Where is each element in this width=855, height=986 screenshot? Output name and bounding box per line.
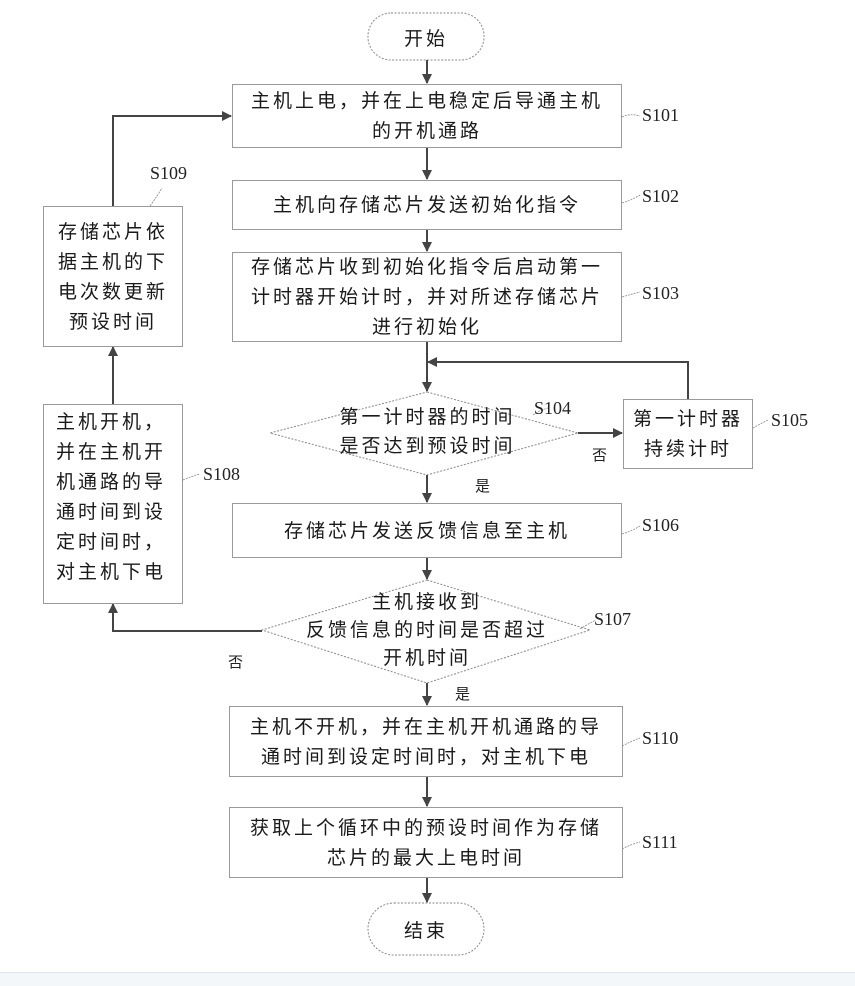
decision-s107-text: 主机接收到 反馈信息的时间是否超过 开机时间 <box>282 588 572 672</box>
branch-label-s104-no: 否 <box>592 446 608 464</box>
branch-label-s107-no: 否 <box>228 653 244 671</box>
process-s110-line: 通时间到设定时间时，对主机下电 <box>260 745 591 768</box>
decision-s104-line: 第一计时器的时间 <box>339 406 516 428</box>
leader-s102 <box>621 194 641 204</box>
step-label-s107: S107 <box>594 609 632 629</box>
edge-s109-s101 <box>112 111 232 206</box>
process-s109-line: 电次数更新 <box>57 280 168 303</box>
process-s103-line: 进行初始化 <box>371 316 482 338</box>
end-terminal-label: 结束 <box>403 920 448 942</box>
process-s106: 存储芯片发送反馈信息至主机 <box>232 503 622 558</box>
process-s111: 获取上个循环中的预设时间作为存储 芯片的最大上电时间 <box>229 807 623 878</box>
process-s103: 存储芯片收到初始化指令后启动第一 计时器开始计时，并对所述存储芯片 进行初始化 <box>232 252 622 342</box>
process-s108-line: 通时间到设 <box>56 501 167 523</box>
process-s108: 主机开机， 并在主机开 机通路的导 通时间到设 定时间时， 对主机下电 <box>43 404 183 604</box>
process-s110: 主机不开机，并在主机开机通路的导 通时间到设定时间时，对主机下电 <box>229 706 623 777</box>
process-s109-line: 存储芯片依 <box>57 220 168 243</box>
leader-s110 <box>621 737 641 747</box>
process-s103-line: 存储芯片收到初始化指令后启动第一 <box>250 256 603 278</box>
step-label-s111: S111 <box>642 832 678 852</box>
process-s108-line: 定时间时， <box>56 531 167 553</box>
process-s106-line: 存储芯片发送反馈信息至主机 <box>283 519 570 542</box>
process-s103-line: 计时器开始计时，并对所述存储芯片 <box>250 286 603 308</box>
decision-s107-shape <box>260 579 592 684</box>
leader-s107 <box>579 619 597 630</box>
process-s111-line: 芯片的最大上电时间 <box>326 846 525 869</box>
process-s102: 主机向存储芯片发送初始化指令 <box>232 180 622 230</box>
leader-s101 <box>621 114 641 118</box>
process-s108-line: 主机开机， <box>56 411 167 433</box>
step-label-s103: S103 <box>642 283 680 303</box>
process-s110-line: 主机不开机，并在主机开机通路的导 <box>249 715 602 738</box>
decision-s107-line: 开机时间 <box>382 647 471 669</box>
process-s109: 存储芯片依 据主机的下 电次数更新 预设时间 <box>43 206 183 347</box>
edge-s105-s104-loop <box>427 357 689 399</box>
process-s101-line: 的开机通路 <box>371 120 482 142</box>
process-s108-line: 机通路的导 <box>56 471 167 493</box>
step-label-s108: S108 <box>203 464 241 484</box>
start-terminal-shape <box>367 12 485 61</box>
process-s111-line: 获取上个循环中的预设时间作为存储 <box>249 816 602 839</box>
process-s105-line: 第一计时器 <box>632 408 743 430</box>
end-terminal-shape <box>367 902 485 956</box>
page-bottom-strip <box>0 972 855 986</box>
decision-s104-text: 第一计时器的时间 是否达到预设时间 <box>320 403 535 461</box>
branch-label-s104-yes: 是 <box>475 477 491 495</box>
process-s105-line: 持续计时 <box>643 438 732 460</box>
process-s108-line: 并在主机开 <box>56 441 167 463</box>
decision-s107-line: 反馈信息的时间是否超过 <box>305 619 548 641</box>
process-s109-line: 预设时间 <box>68 310 157 333</box>
process-s101: 主机上电，并在上电稳定后导通主机 的开机通路 <box>232 84 622 148</box>
step-label-s101: S101 <box>642 105 680 125</box>
leader-s108 <box>182 473 201 481</box>
leader-s104 <box>532 407 549 416</box>
leader-s103 <box>621 291 641 298</box>
leader-s105 <box>752 419 769 429</box>
leader-s111 <box>621 841 641 850</box>
start-terminal-label: 开始 <box>403 28 448 50</box>
decision-s107-line: 主机接收到 <box>371 591 482 613</box>
edge-s107-s108 <box>108 603 262 632</box>
branch-label-s107-yes: 是 <box>455 685 471 703</box>
process-s101-line: 主机上电，并在上电稳定后导通主机 <box>250 90 603 112</box>
step-label-s102: S102 <box>642 186 680 206</box>
step-label-s104: S104 <box>534 398 572 418</box>
process-s105: 第一计时器 持续计时 <box>623 399 753 469</box>
step-label-s109: S109 <box>150 163 188 183</box>
step-label-s105: S105 <box>771 410 809 430</box>
leader-s109 <box>149 187 163 207</box>
step-label-s106: S106 <box>642 515 680 535</box>
leader-s106 <box>621 525 641 535</box>
process-s102-line: 主机向存储芯片发送初始化指令 <box>272 194 581 216</box>
process-s109-line: 据主机的下 <box>57 250 168 273</box>
step-label-s110: S110 <box>642 728 679 748</box>
decision-s104-line: 是否达到预设时间 <box>339 435 516 457</box>
process-s108-line: 对主机下电 <box>56 561 167 583</box>
